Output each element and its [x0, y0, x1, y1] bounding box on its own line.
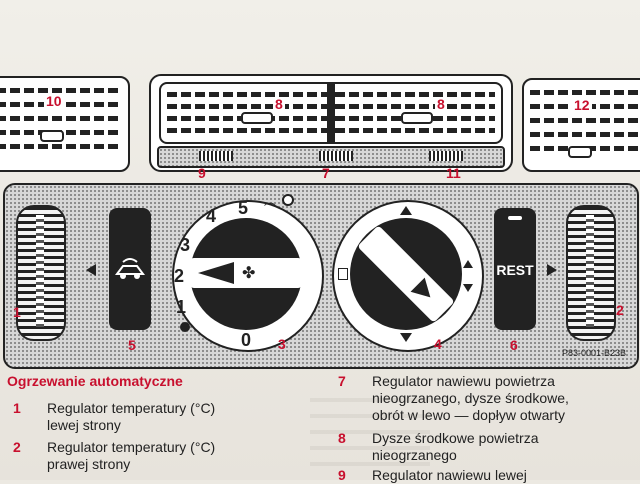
callout-5: 5 [128, 337, 136, 353]
fan-speed-4: 4 [206, 206, 217, 226]
fan-icon: ✤ [242, 265, 256, 282]
arrow-left-icon [86, 264, 96, 276]
arrow-down-icon [400, 333, 412, 342]
arrow-right-icon [547, 264, 557, 276]
callout-1: 1 [13, 304, 21, 320]
pointer-triangle-icon [198, 262, 234, 284]
figure-code: P83-0001-B23B [562, 348, 627, 358]
fan-speed-2: 2 [174, 266, 185, 286]
callout-11: 11 [446, 165, 461, 181]
legend-item: 2 Regulator temperatury (°C) prawej stro… [13, 439, 216, 472]
callout-3: 3 [278, 336, 286, 352]
arrow-up-icon [400, 206, 412, 215]
callout-9: 9 [198, 165, 206, 181]
callout-4: 4 [434, 336, 442, 352]
vent-right [522, 78, 640, 172]
legend-item: 9 Regulator nawiewu lewej [338, 467, 527, 483]
recirculation-button[interactable] [109, 208, 151, 330]
bleed-through-text [310, 386, 430, 476]
callout-2: 2 [616, 302, 624, 318]
fan-speed-5: 5 [238, 198, 249, 218]
callout-10: 10 [44, 93, 64, 109]
legend-item: 1 Regulator temperatury (°C) lewej stron… [13, 400, 216, 433]
car-recirculation-icon [115, 258, 145, 279]
marker-square-icon [338, 268, 348, 280]
legend-item: 8 Dysze środkowe powietrza nieogrzanego [338, 430, 539, 463]
rest-label: REST [496, 262, 534, 278]
legend-item: 7 Regulator nawiewu powietrza nieogrzane… [338, 373, 569, 423]
callout-12: 12 [572, 97, 592, 113]
temperature-wheel-right[interactable] [566, 205, 616, 341]
callout-8-right: 8 [435, 96, 447, 112]
legend-title: Ogrzewanie automatyczne [7, 373, 183, 389]
arrow-right-up-icon [463, 260, 473, 268]
fan-speed-3: 3 [180, 235, 191, 255]
callout-8-left: 8 [273, 96, 285, 112]
vent-center [149, 74, 513, 172]
vent-left [0, 76, 130, 172]
callout-6: 6 [510, 337, 518, 353]
fan-speed-0: 0 [241, 330, 252, 350]
fan-speed-1: 1 [176, 297, 187, 317]
arrow-right-down-icon [463, 284, 473, 292]
rest-button[interactable]: REST [494, 208, 536, 330]
callout-7: 7 [322, 165, 330, 181]
rest-indicator [508, 216, 522, 220]
temperature-wheel-left[interactable] [16, 205, 66, 341]
windshield-defrost-icon: ⌒ [264, 202, 277, 216]
